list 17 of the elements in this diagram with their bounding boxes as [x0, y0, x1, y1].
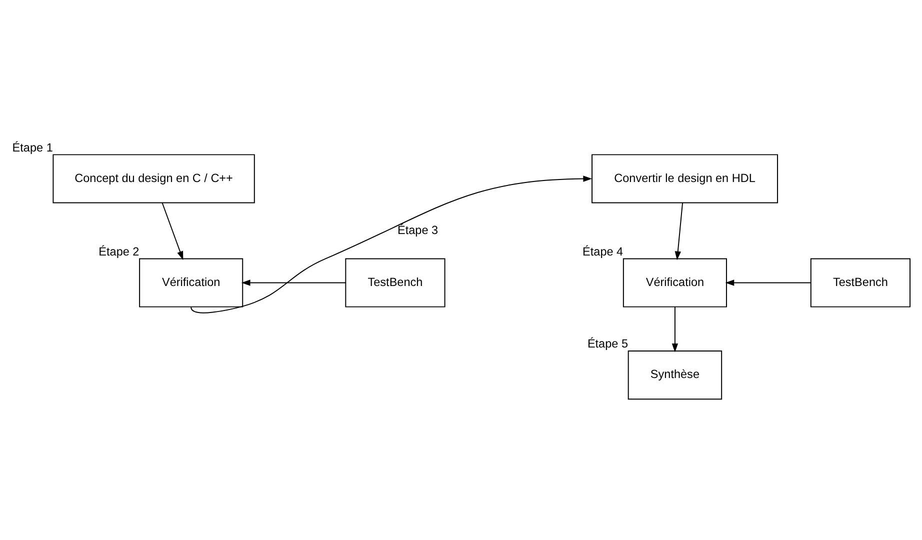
arrow	[672, 306, 678, 352]
node-box: Vérification	[139, 258, 244, 307]
node-box: Synthèse	[628, 350, 722, 400]
node-box: TestBench	[810, 258, 911, 307]
arrow	[241, 279, 346, 286]
node-label: Étape 4	[582, 244, 624, 258]
node-label: Étape 1	[12, 140, 53, 154]
node-label: Étape 2	[98, 244, 140, 258]
node-label: Étape 5	[587, 337, 628, 350]
node-box: Vérification	[622, 258, 727, 307]
node-box: Convertir le design en HDL	[592, 154, 778, 203]
arrow	[725, 279, 812, 286]
arrow	[162, 202, 184, 260]
node-box: Concept du design en C / C++	[52, 154, 255, 203]
edge-label: Étape 3	[398, 223, 438, 236]
arrow	[674, 202, 684, 260]
node-box: TestBench	[345, 258, 446, 307]
